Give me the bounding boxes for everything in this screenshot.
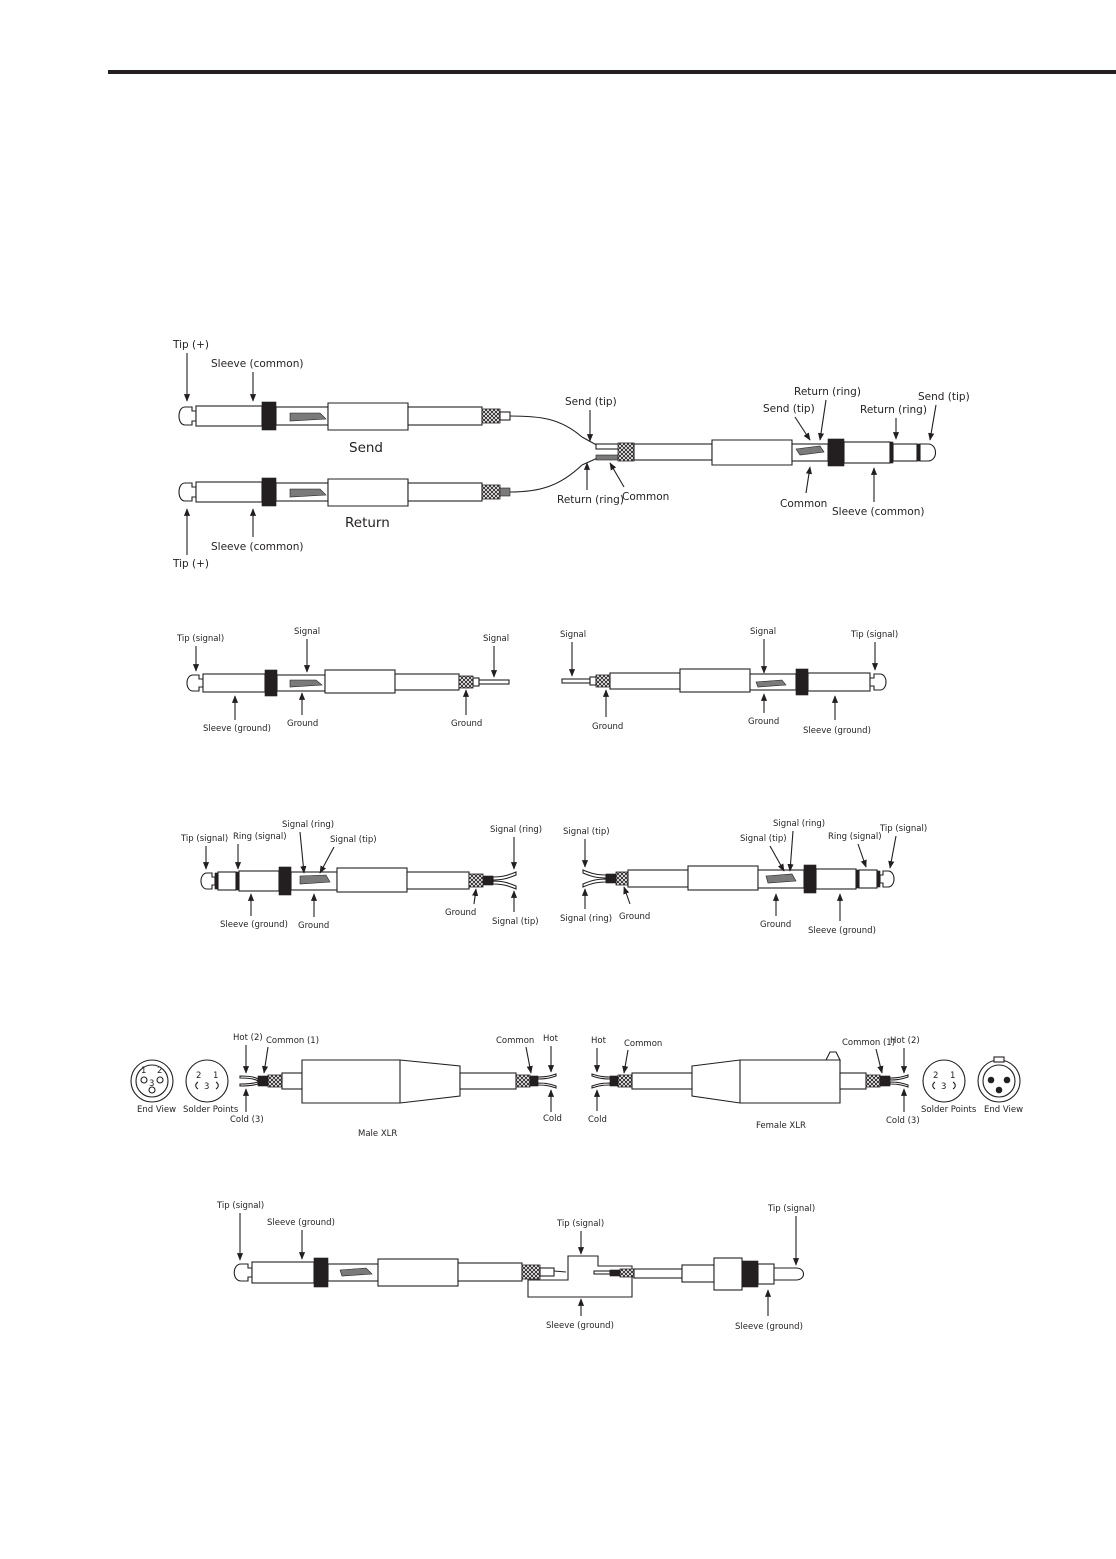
rca-left-sleeve-label: Sleeve (ground)	[267, 1218, 335, 1228]
ts-left-sleeve-label: Sleeve (ground)	[203, 724, 271, 734]
insert-cable-diagram: Tip (+) Sleeve (common) Send Return Slee…	[172, 339, 970, 570]
trs-insert-plug	[711, 438, 937, 467]
trs-right-sleeve-label: Sleeve (ground)	[808, 926, 876, 936]
ts-right-ground-a-label: Ground	[592, 722, 623, 732]
ts-cable-right: Signal Signal Tip (signal) Ground Ground…	[560, 627, 898, 736]
trs-common-label: Common	[780, 498, 827, 510]
xlr-male-cold-label: Cold (3)	[230, 1115, 264, 1125]
xlr-male-solder-points: 2 1 3	[185, 1059, 229, 1103]
trs-left-signal-tip-end-label: Signal (tip)	[492, 917, 539, 927]
rca-mid-sleeve-label: Sleeve (ground)	[546, 1321, 614, 1331]
trs-left-ground-label: Ground	[298, 921, 329, 931]
svg-text:3: 3	[204, 1082, 209, 1092]
xlr-male-cold-end-label: Cold	[543, 1114, 562, 1124]
rca-left-tip-label: Tip (signal)	[216, 1201, 264, 1211]
rca-mid-tip-label: Tip (signal)	[556, 1219, 604, 1229]
svg-text:1: 1	[950, 1071, 955, 1081]
ts-right-signal-a-label: Signal	[560, 630, 586, 640]
ts-right-ground-b-label: Ground	[748, 717, 779, 727]
ts-left-ground-b-label: Ground	[451, 719, 482, 729]
trs-right-signal-tip-label: Signal (tip)	[740, 834, 787, 844]
trs-send-tip-a-label: Send (tip)	[763, 403, 815, 415]
svg-text:2: 2	[157, 1066, 162, 1076]
xlr-male-cable: 1 2 3 2 1 3 End View Solder Points Hot (…	[130, 1033, 562, 1139]
split-return-ring-label: Return (ring)	[557, 494, 624, 506]
send-tip-label: Tip (+)	[172, 339, 209, 351]
return-sleeve-label: Sleeve (common)	[211, 541, 303, 553]
ts-left-signal-b-label: Signal	[483, 634, 509, 644]
ts-rca-cable: Tip (signal) Sleeve (ground) Tip (signal…	[216, 1201, 815, 1332]
return-plug-name: Return	[345, 515, 390, 531]
ts-right-sleeve-label: Sleeve (ground)	[803, 726, 871, 736]
xlr-female-hot-label: Hot (2)	[890, 1036, 920, 1046]
split-common-label: Common	[622, 491, 669, 503]
trs-left-signal-tip-label: Signal (tip)	[330, 835, 377, 845]
xlr-female-name: Female XLR	[756, 1121, 806, 1131]
xlr-male-solder-points-label: Solder Points	[183, 1105, 239, 1115]
xlr-female-cold-label: Cold (3)	[886, 1116, 920, 1126]
trs-right-tip-label: Tip (signal)	[879, 824, 927, 834]
trs-cable-left: Tip (signal) Ring (signal) Signal (ring)…	[180, 820, 542, 931]
xlr-female-end-view-label: End View	[984, 1105, 1023, 1115]
trs-send-tip-b-label: Send (tip)	[918, 391, 970, 403]
rca-right-sleeve-label: Sleeve (ground)	[735, 1322, 803, 1332]
svg-text:2: 2	[933, 1071, 938, 1081]
xlr-male-common-label: Common (1)	[266, 1036, 319, 1046]
xlr-female-hot-end-label: Hot	[591, 1036, 607, 1046]
xlr-female-solder-points: 2 1 3	[922, 1059, 966, 1103]
xlr-male-hot-label: Hot (2)	[233, 1033, 263, 1043]
svg-text:1: 1	[213, 1071, 218, 1081]
trs-right-ground-label: Ground	[760, 920, 791, 930]
ts-left-signal-a-label: Signal	[294, 627, 320, 637]
xlr-female-common-label: Common (1)	[842, 1038, 895, 1048]
xlr-male-end-view-label: End View	[137, 1105, 176, 1115]
trs-right-ground-end-label: Ground	[619, 912, 650, 922]
trs-left-signal-ring-label: Signal (ring)	[282, 820, 334, 830]
ts-cable-left: Tip (signal) Signal Signal Sleeve (groun…	[176, 627, 510, 734]
trs-return-ring-a-label: Return (ring)	[794, 386, 861, 398]
rca-right-tip-label: Tip (signal)	[767, 1204, 815, 1214]
ts-right-signal-b-label: Signal	[750, 627, 776, 637]
xlr-male-name: Male XLR	[358, 1129, 397, 1139]
return-tip-label: Tip (+)	[172, 558, 209, 570]
trs-left-ground-end-label: Ground	[445, 908, 476, 918]
trs-sleeve-label: Sleeve (common)	[832, 506, 924, 518]
svg-text:1: 1	[141, 1066, 146, 1076]
ts-left-ground-a-label: Ground	[287, 719, 318, 729]
send-plug	[178, 401, 583, 438]
svg-text:2: 2	[196, 1071, 201, 1081]
send-plug-name: Send	[349, 440, 383, 456]
xlr-female-end-view	[977, 1056, 1021, 1103]
xlr-female-cold-end-label: Cold	[588, 1115, 607, 1125]
trs-cable-right: Signal (tip) Signal (ring) Ground Signal…	[560, 819, 927, 936]
ts-left-tip-label: Tip (signal)	[176, 634, 224, 644]
trs-left-ring-label: Ring (signal)	[233, 832, 287, 842]
return-plug	[178, 464, 583, 507]
svg-text:3: 3	[941, 1082, 946, 1092]
xlr-male-end-view: 1 2 3	[130, 1059, 174, 1103]
trs-right-signal-ring-end-label: Signal (ring)	[560, 914, 612, 924]
send-sleeve-label: Sleeve (common)	[211, 358, 303, 370]
split-send-tip-label: Send (tip)	[565, 396, 617, 408]
xlr-female-common-end-label: Common	[624, 1039, 662, 1049]
xlr-male-hot-end-label: Hot	[543, 1034, 559, 1044]
xlr-female-cable: 2 1 3 Solder Points End View Hot Common …	[588, 1036, 1023, 1131]
svg-text:3: 3	[149, 1079, 154, 1089]
trs-left-tip-label: Tip (signal)	[180, 834, 228, 844]
trs-right-signal-tip-end-label: Signal (tip)	[563, 827, 610, 837]
trs-return-ring-b-label: Return (ring)	[860, 404, 927, 416]
xlr-male-common-end-label: Common	[496, 1036, 534, 1046]
trs-left-signal-ring-end-label: Signal (ring)	[490, 825, 542, 835]
ts-right-tip-label: Tip (signal)	[850, 630, 898, 640]
trs-left-sleeve-label: Sleeve (ground)	[220, 920, 288, 930]
header-rule	[108, 70, 1116, 74]
trs-right-ring-label: Ring (signal)	[828, 832, 882, 842]
trs-right-signal-ring-label: Signal (ring)	[773, 819, 825, 829]
xlr-female-solder-points-label: Solder Points	[921, 1105, 977, 1115]
